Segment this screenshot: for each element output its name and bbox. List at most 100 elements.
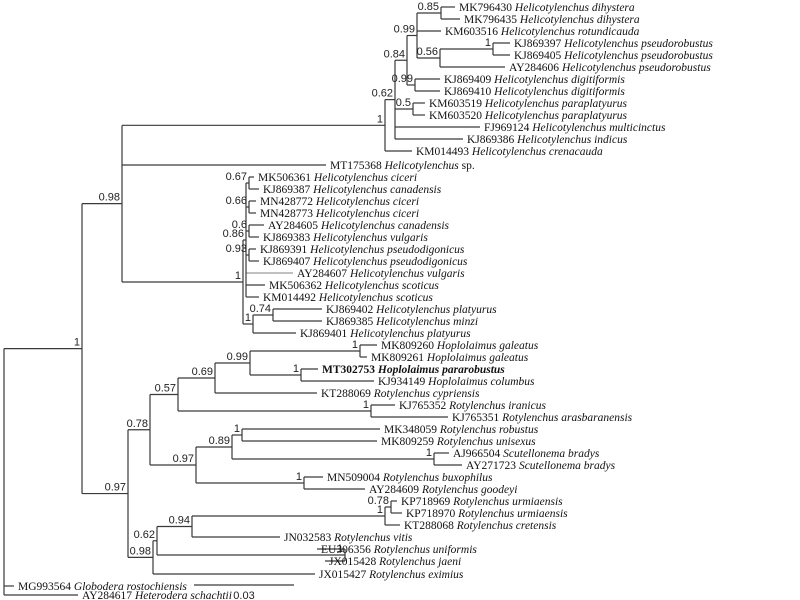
tip-label: KJ869391 Helicotylenchus pseudodigonicus: [260, 244, 465, 256]
accession-number: MK348059: [384, 424, 440, 436]
tip-label: KM603519 Helicotylenchus paraplatyurus: [429, 98, 628, 110]
support-value: 1: [337, 543, 343, 555]
species-name: Helicotylenchus dihystera: [519, 14, 640, 26]
accession-number: AY284605: [268, 220, 321, 232]
accession-number: KJ869405: [514, 50, 564, 62]
accession-number: KJ765352: [399, 400, 449, 412]
accession-number: KT288068: [404, 520, 457, 532]
tip-label: AY284606 Helicotylenchus pseudorobustus: [509, 62, 711, 74]
tip-label: KP718969 Rotylenchus urmiaensis: [401, 496, 563, 508]
species-name: Rotylenchus urmiaensis: [457, 508, 568, 520]
support-value: 0.97: [105, 482, 126, 494]
support-value: 1: [74, 337, 80, 349]
species-name: Helicotylenchus paraplatyurus: [484, 110, 628, 122]
tip-label: EU306356 Rotylenchus uniformis: [321, 544, 477, 556]
support-value: 0.78: [127, 418, 148, 430]
tip-label: MK809261 Hoplolaimus galeatus: [371, 352, 529, 364]
species-name: Helicotylenchus vulgaris: [349, 268, 465, 280]
species-name: Helicotylenchus crenacauda: [471, 146, 603, 158]
tip-label: KJ869383 Helicotylenchus vulgaris: [263, 232, 428, 244]
support-value: 1: [235, 270, 241, 282]
tip-label: KJ869387 Helicotylenchus canadensis: [263, 184, 442, 196]
support-value: 1: [296, 471, 302, 483]
species-name: Helicotylenchus vulgaris: [312, 232, 428, 244]
support-value: 0.98: [130, 545, 151, 557]
tip-label: MK796430 Helicotylenchus dihystera: [459, 2, 635, 14]
species-name: Rotylenchus cretensis: [456, 520, 557, 532]
support-value: 0.62: [372, 88, 393, 100]
tip-label: MN428772 Helicotylenchus ciceri: [260, 196, 419, 208]
accession-number: KJ869387: [263, 184, 313, 196]
accession-number: MK809260: [381, 340, 437, 352]
tip-label: MK809260 Hoplolaimus galeatus: [381, 340, 539, 352]
species-name: Helicotylenchus pseudodigonicus: [309, 244, 465, 256]
tip-label: AJ966504 Scutellonema bradys: [453, 448, 600, 460]
accession-number: KJ869386: [467, 134, 517, 146]
accession-number: KJ869409: [444, 74, 494, 86]
species-name: Rotylenchus goodeyi: [421, 484, 517, 496]
tip-label: MK348059 Rotylenchus robustus: [384, 424, 539, 436]
tip-label: JX015428 Rotylenchus jaeni: [329, 556, 461, 568]
accession-number: AY284606: [509, 62, 562, 74]
tip-label: KJ869407 Helicotylenchus pseudodigonicus: [263, 256, 468, 268]
tip-labels: MK796430 Helicotylenchus dihysteraMK7964…: [18, 2, 713, 600]
species-name: Scutellonema bradys: [503, 448, 600, 460]
species-name: Rotylenchus unisexus: [436, 436, 536, 448]
support-value: 0.78: [368, 495, 389, 507]
species-name: Helicotylenchus platyurus: [349, 328, 471, 340]
accession-number: KM603516: [445, 26, 501, 38]
tip-label: JX015427 Rotylenchus eximius: [319, 569, 464, 581]
support-value: 0.99: [227, 351, 248, 363]
species-name: Heterodera schachtii: [134, 590, 232, 600]
tip-label: KJ765352 Rotylenchus iranicus: [399, 400, 546, 412]
species-name: Helicotylenchus digitiformis: [493, 86, 625, 98]
species-name: Scutellonema bradys: [519, 460, 616, 472]
accession-number: MK506361: [258, 172, 314, 184]
tip-label: KP718970 Rotylenchus urmiaensis: [406, 508, 568, 520]
support-values: 0.8510.560.990.990.840.50.6210.670.660.6…: [74, 1, 491, 557]
accession-number: KJ869391: [260, 244, 310, 256]
accession-number: MN509004: [327, 472, 383, 484]
accession-number: AY284617: [82, 590, 135, 600]
support-value: 0.6: [232, 219, 247, 231]
scale-bar: 0.03: [194, 584, 294, 600]
tip-label: KJ869410 Helicotylenchus digitiformis: [444, 86, 625, 98]
species-name: Rotylenchus uniformis: [373, 544, 478, 556]
support-value: 0.97: [173, 453, 194, 465]
species-name: Hoplolaimus columbus: [427, 376, 535, 388]
species-name: Rotylenchus arasbaranensis: [501, 412, 633, 424]
species-name: Helicotylenchus pseudorobustus: [561, 62, 711, 74]
support-value: 0.62: [134, 529, 155, 541]
accession-number: KJ869385: [326, 316, 376, 328]
accession-number: MN428772: [260, 196, 316, 208]
support-value: 0.84: [384, 48, 405, 60]
tip-label: MN509004 Rotylenchus buxophilus: [327, 472, 493, 484]
tip-label: MK506361 Helicotylenchus ciceri: [258, 172, 417, 184]
tip-label: KJ869397 Helicotylenchus pseudorobustus: [514, 38, 713, 50]
species-name: Helicotylenchus canadensis: [312, 184, 442, 196]
tip-label: KM603516 Helicotylenchus rotundicauda: [445, 26, 640, 38]
species-name: Helicotylenchus ciceri: [315, 196, 419, 208]
species-name: Helicotylenchus scoticus: [318, 292, 434, 304]
species-name: Rotylenchus jaeni: [378, 556, 461, 568]
accession-number: AJ966504: [453, 448, 503, 460]
scale-bar-label: 0.03: [233, 590, 254, 600]
accession-number: KJ869407: [263, 256, 313, 268]
accession-number: JX015428: [329, 556, 379, 568]
support-value: 0.66: [226, 195, 247, 207]
species-name: Rotylenchus buxophilus: [382, 472, 493, 484]
support-value: 0.98: [99, 192, 120, 204]
support-value: 0.94: [169, 515, 190, 527]
tip-label: KM014493 Helicotylenchus crenacauda: [416, 146, 603, 158]
accession-number: KM014492: [263, 292, 319, 304]
species-name: Helicotylenchus pseudodigonicus: [312, 256, 468, 268]
support-value: 1: [234, 423, 240, 435]
support-value: 0.57: [155, 383, 176, 395]
tip-label: KJ869386 Helicotylenchus indicus: [467, 134, 628, 146]
accession-number: JN032583: [284, 532, 334, 544]
species-name: Helicotylenchus multicinctus: [531, 122, 666, 134]
species-name: Helicotylenchus pseudorobustus: [563, 38, 713, 50]
tip-label: AY284605 Helicotylenchus canadensis: [268, 220, 450, 232]
tip-label: KJ765351 Rotylenchus arasbaranensis: [452, 412, 633, 424]
